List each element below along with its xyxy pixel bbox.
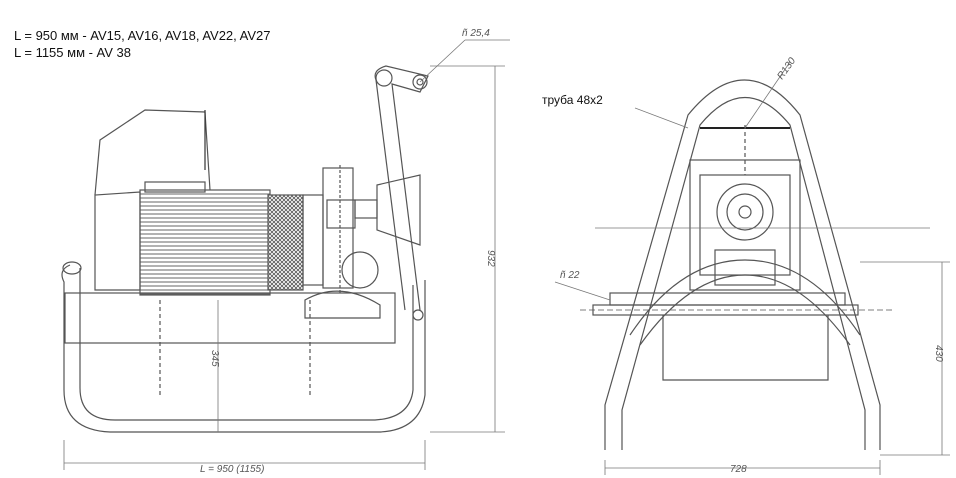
radius-dimension: R130 [775, 55, 798, 81]
side-dimension-lines [63, 39, 510, 470]
drive-coupling [302, 165, 421, 319]
length-dimension: L = 950 (1155) [200, 464, 264, 475]
frame-height-dimension: 345 [209, 350, 220, 367]
side-view [61, 39, 510, 470]
top-hole-dimension: ñ 25,4 [462, 28, 490, 39]
width-dimension: 728 [730, 464, 747, 475]
side-height-dimension: 932 [485, 250, 496, 267]
front-height-dimension: 430 [933, 345, 944, 362]
front-tube [604, 79, 881, 450]
frame-tube [61, 261, 426, 433]
front-base [580, 292, 893, 381]
length-note-line-1: L = 950 мм - AV15, AV16, AV18, AV22, AV2… [14, 28, 271, 43]
hole-dimension: ñ 22 [560, 270, 580, 281]
tube-label: труба 48х2 [542, 93, 603, 107]
front-view [554, 61, 950, 475]
length-note-line-2: L = 1155 мм - AV 38 [14, 45, 132, 60]
alternator-housing [94, 109, 304, 296]
lifting-arm [374, 65, 429, 321]
generator-end [689, 125, 801, 291]
front-dimension-lines [554, 61, 950, 475]
